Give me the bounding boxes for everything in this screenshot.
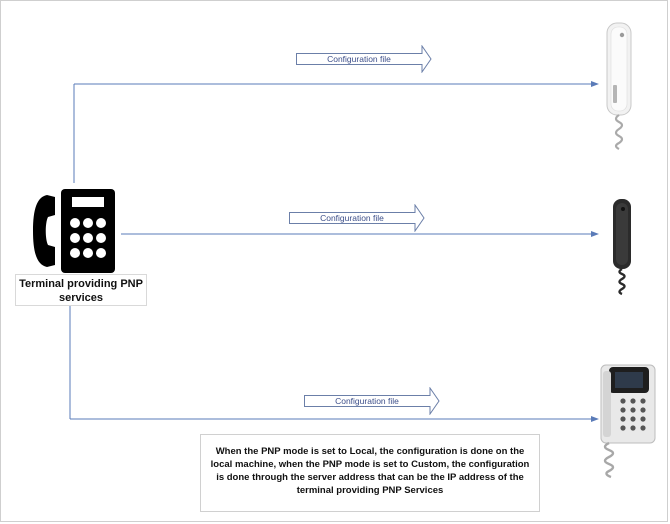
config-file-label-top: Configuration file [327,54,391,64]
config-file-arrow-middle: Configuration file [289,204,425,232]
config-file-label-middle: Configuration file [320,213,384,223]
connector-arrowhead-top [591,81,599,87]
terminal-label: Terminal providing PNP services [15,274,147,306]
white-wall-phone-icon [606,22,632,150]
config-file-arrow-top: Configuration file [296,45,432,73]
desk-phone-icon [33,189,115,273]
intercom-phone-icon [600,364,656,479]
connector-arrowhead-middle [591,231,599,237]
connector-arrowhead-bottom [591,416,599,422]
black-wall-phone-icon [613,199,631,296]
config-file-label-bottom: Configuration file [335,396,399,406]
config-file-arrow-bottom: Configuration file [304,387,440,415]
pnp-mode-note: When the PNP mode is set to Local, the c… [200,434,540,512]
